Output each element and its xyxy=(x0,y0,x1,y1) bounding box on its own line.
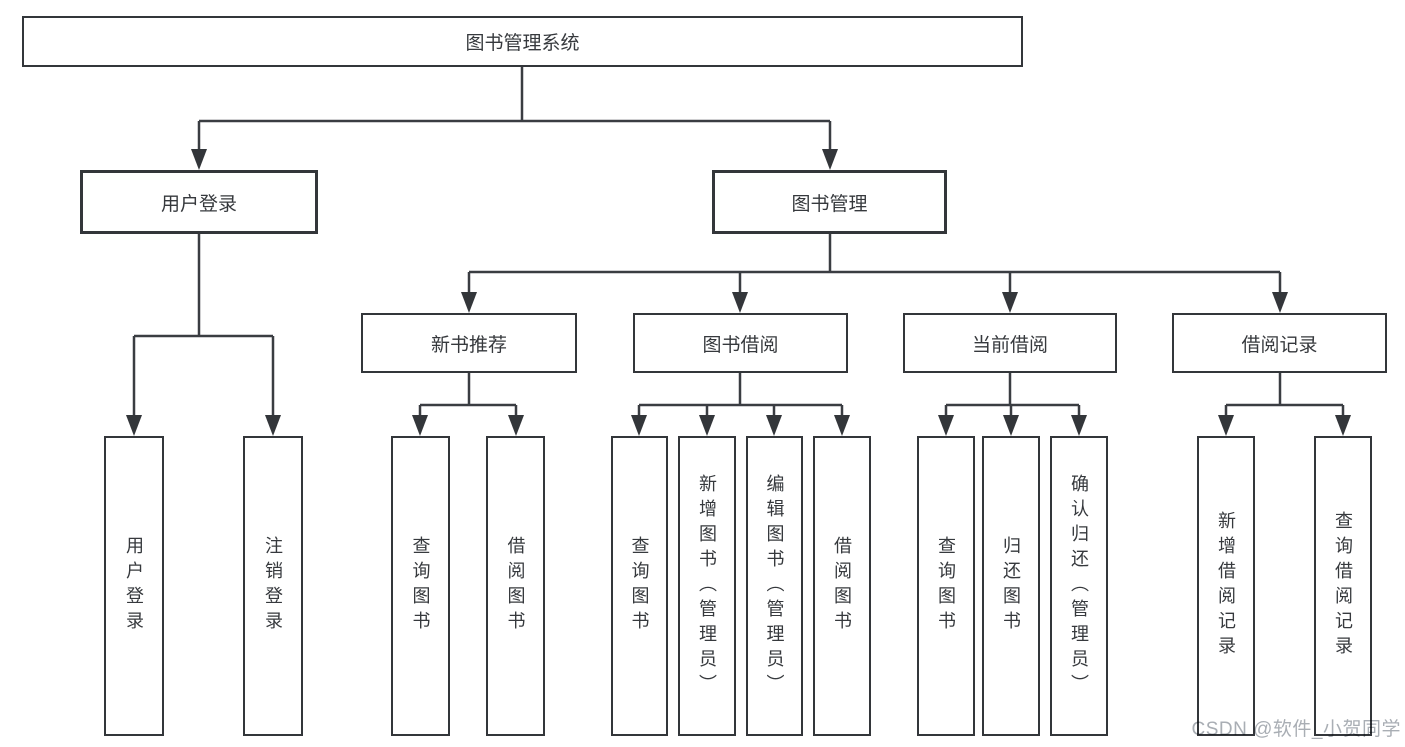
node-leaf-add-book-admin-label: 新增图书（管理员） xyxy=(697,473,717,699)
node-book-borrowing: 图书借阅 xyxy=(633,313,848,373)
node-leaf-borrow-books-2: 借阅图书 xyxy=(813,436,871,736)
connector-root-to-level2 xyxy=(197,67,832,151)
node-user-login-label: 用户登录 xyxy=(160,193,237,215)
node-leaf-query-books-2-label: 查询图书 xyxy=(629,536,650,636)
node-leaf-return-books-label: 归还图书 xyxy=(1001,536,1021,636)
node-leaf-add-borrow-record-label: 新增借阅记录 xyxy=(1216,511,1236,661)
node-leaf-borrow-books-1-label: 借阅图书 xyxy=(505,536,526,636)
connector-bookmgmt-to-level3 xyxy=(467,234,1282,294)
node-root-label: 图书管理系统 xyxy=(465,33,580,54)
node-leaf-edit-book-admin-label: 编辑图书（管理员） xyxy=(764,473,785,699)
node-current-borrowing-label: 当前借阅 xyxy=(971,334,1048,356)
csdn-watermark: CSDN @软件_小贺同学 xyxy=(1191,719,1401,740)
node-leaf-edit-book-admin: 编辑图书（管理员） xyxy=(746,436,803,736)
node-leaf-query-borrow-record-label: 查询借阅记录 xyxy=(1333,511,1353,661)
connector-records-to-leaves xyxy=(1224,373,1345,417)
node-user-login: 用户登录 xyxy=(80,170,318,234)
node-leaf-user-login: 用户登录 xyxy=(104,436,164,736)
arrowheads xyxy=(126,149,1351,436)
connector-borrow-to-leaves xyxy=(637,373,844,417)
node-leaf-query-books-1-label: 查询图书 xyxy=(410,536,431,636)
connector-current-to-leaves xyxy=(944,373,1081,417)
node-leaf-query-books-1: 查询图书 xyxy=(391,436,450,736)
node-leaf-query-books-3: 查询图书 xyxy=(917,436,975,736)
node-leaf-add-borrow-record: 新增借阅记录 xyxy=(1197,436,1255,736)
node-leaf-confirm-return-admin-label: 确认归还（管理员） xyxy=(1069,473,1089,699)
node-leaf-borrow-books-1: 借阅图书 xyxy=(486,436,545,736)
connector-userlogin-to-leaves xyxy=(132,234,275,417)
node-leaf-logout-label: 注销登录 xyxy=(263,536,283,636)
node-leaf-add-book-admin: 新增图书（管理员） xyxy=(678,436,736,736)
connector-newbook-to-leaves xyxy=(418,373,518,417)
node-leaf-user-login-label: 用户登录 xyxy=(124,536,144,636)
node-borrowing-records: 借阅记录 xyxy=(1172,313,1387,373)
node-leaf-confirm-return-admin: 确认归还（管理员） xyxy=(1050,436,1108,736)
node-borrowing-records-label: 借阅记录 xyxy=(1241,334,1318,356)
node-leaf-query-books-3-label: 查询图书 xyxy=(936,536,956,636)
node-book-management-label: 图书管理 xyxy=(791,193,868,215)
node-leaf-query-borrow-record: 查询借阅记录 xyxy=(1314,436,1372,736)
node-new-book-recommend-label: 新书推荐 xyxy=(430,334,507,356)
node-leaf-borrow-books-2-label: 借阅图书 xyxy=(832,536,852,636)
node-book-management: 图书管理 xyxy=(712,170,947,234)
node-leaf-query-books-2: 查询图书 xyxy=(611,436,668,736)
node-current-borrowing: 当前借阅 xyxy=(903,313,1117,373)
node-leaf-logout: 注销登录 xyxy=(243,436,303,736)
node-book-borrowing-label: 图书借阅 xyxy=(702,334,779,356)
node-new-book-recommend: 新书推荐 xyxy=(361,313,577,373)
node-leaf-return-books: 归还图书 xyxy=(982,436,1040,736)
node-root: 图书管理系统 xyxy=(22,16,1023,67)
